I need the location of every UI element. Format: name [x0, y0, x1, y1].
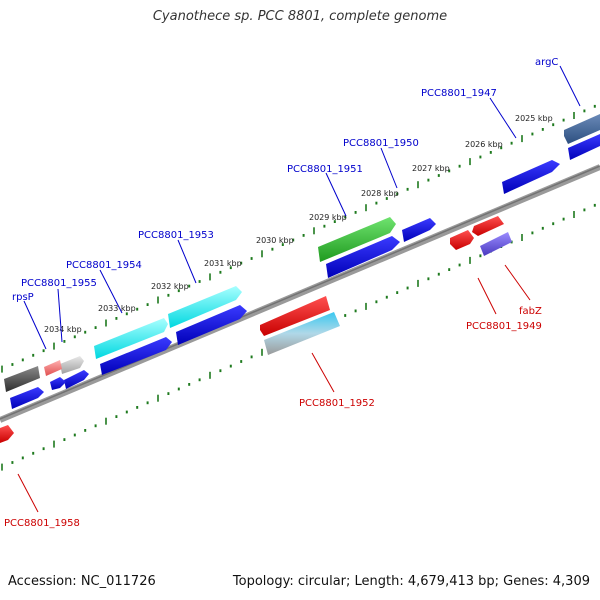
gene-blue[interactable] [568, 134, 600, 160]
label-fabZ: fabZ [519, 306, 542, 317]
kbp-label: 2033 kbp [98, 304, 136, 313]
label-PCC8801_1950: PCC8801_1950 [343, 138, 419, 149]
upper-tick-track [1, 104, 596, 373]
gene-fabZ[interactable] [480, 232, 512, 256]
gene-PCC8801_1950[interactable] [402, 218, 436, 242]
gene-cyan[interactable] [94, 318, 168, 359]
gene-PCC8801_1958[interactable] [0, 425, 14, 443]
gene-PCC8801_1955[interactable] [64, 370, 89, 389]
kbp-label: 2030 kbp [256, 236, 294, 245]
gene-PCC8801_1953[interactable] [168, 286, 242, 328]
gene-rpsP[interactable] [44, 360, 62, 376]
gene-blue[interactable] [10, 387, 44, 409]
label-PCC8801_1955: PCC8801_1955 [21, 278, 97, 289]
label-PCC8801_1951: PCC8801_1951 [287, 164, 363, 175]
gene-blue[interactable] [176, 305, 247, 345]
gene-PCC8801_1954[interactable] [100, 337, 172, 375]
accession-text: Accession: NC_011726 [8, 574, 156, 589]
label-rpsP: rpsP [12, 292, 34, 303]
label-PCC8801_1947: PCC8801_1947 [421, 88, 497, 99]
topology-text: Topology: circular; Length: 4,679,413 bp… [232, 574, 590, 589]
kbp-label: 2027 kbp [412, 164, 450, 173]
kbp-label: 2032 kbp [151, 282, 189, 291]
gene-blue[interactable] [50, 377, 66, 390]
genome-backbone [0, 164, 600, 423]
gene-silver[interactable] [60, 356, 84, 374]
kbp-scale: 2025 kbp 2026 kbp 2027 kbp 2028 kbp 2029… [44, 114, 553, 334]
kbp-label: 2034 kbp [44, 325, 82, 334]
gene-red[interactable] [260, 296, 330, 336]
label-argC: argC [535, 57, 558, 68]
reverse-features [0, 216, 512, 443]
label-PCC8801_1949: PCC8801_1949 [466, 321, 542, 332]
kbp-label: 2025 kbp [515, 114, 553, 123]
label-PCC8801_1952: PCC8801_1952 [299, 398, 375, 409]
gene-PCC8801_1952[interactable] [264, 312, 340, 355]
kbp-label: 2029 kbp [309, 213, 347, 222]
gene-argC[interactable] [564, 114, 600, 144]
kbp-label: 2026 kbp [465, 140, 503, 149]
label-PCC8801_1954: PCC8801_1954 [66, 260, 142, 271]
forward-features [4, 114, 600, 409]
gene-PCC8801_1947[interactable] [502, 160, 560, 194]
gene-red[interactable] [450, 230, 474, 250]
label-PCC8801_1958: PCC8801_1958 [4, 518, 80, 529]
gene-PCC8801_1951[interactable] [318, 217, 396, 262]
gene-PCC8801_1949[interactable] [472, 216, 504, 236]
gene-blue[interactable] [326, 236, 400, 278]
map-title: Cyanothece sp. PCC 8801, complete genome [152, 9, 448, 24]
gene-labels: argC PCC8801_1947 PCC8801_1950 PCC8801_1… [4, 57, 558, 529]
kbp-label: 2028 kbp [361, 189, 399, 198]
kbp-label: 2031 kbp [204, 259, 242, 268]
label-PCC8801_1953: PCC8801_1953 [138, 230, 214, 241]
gene-gray[interactable] [4, 366, 40, 392]
leader-lines [17, 65, 581, 513]
